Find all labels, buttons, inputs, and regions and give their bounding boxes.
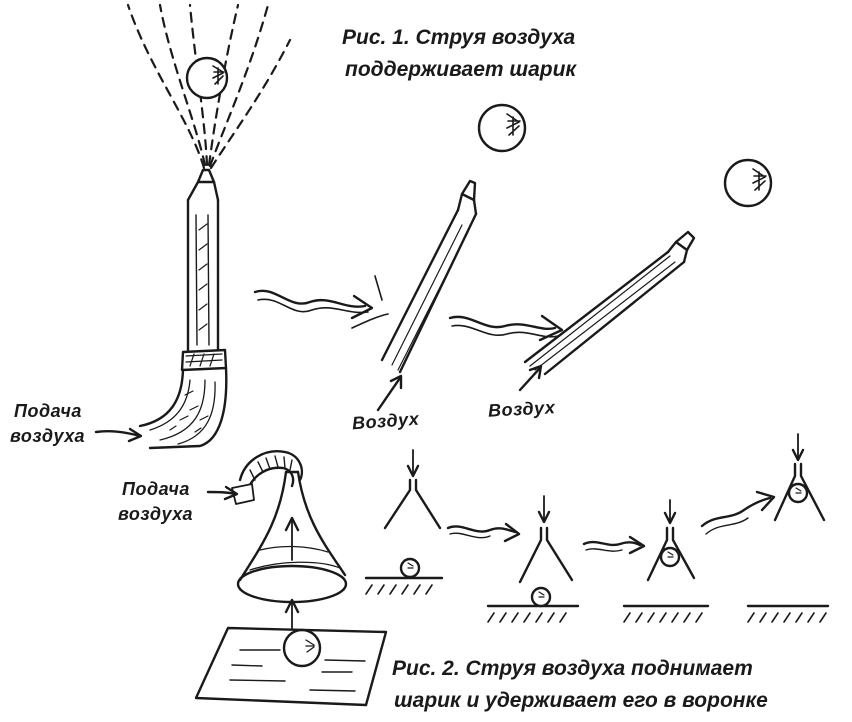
floating-ball-2 [477, 103, 527, 153]
vertical-tube [186, 168, 220, 352]
floating-ball-3 [723, 158, 773, 208]
stage-2 [486, 495, 580, 623]
tilted-tube-2 [523, 230, 696, 376]
supply-arrow-2 [206, 485, 239, 501]
twist-arrow-1 [253, 275, 389, 329]
supply-hose-1 [138, 348, 228, 450]
air-jet-dashes [126, 3, 292, 170]
fig1-caption-line2: поддерживает шарик [345, 58, 577, 81]
air-label-1: Воздух [351, 408, 420, 434]
air-arrow-2 [518, 364, 543, 392]
air-arrow-1 [376, 374, 403, 412]
twist-arrow-3 [446, 522, 521, 543]
twist-arrow-5 [700, 490, 776, 535]
fig2-caption-line1: Рис. 2. Струя воздуха поднимает [392, 657, 753, 680]
fig2-supply-label-line2: воздуха [118, 504, 194, 524]
fig1-supply-label-line2: воздуха [10, 426, 86, 446]
supply-hose-2 [231, 450, 304, 505]
twist-arrow-2 [448, 314, 564, 342]
floating-ball-1 [185, 56, 229, 100]
air-label-2: Воздух [487, 397, 556, 421]
stage-3 [622, 499, 710, 623]
stage-1 [364, 449, 444, 595]
tilted-tube-1 [380, 179, 478, 374]
stage-4 [746, 433, 830, 623]
twist-arrow-4 [582, 535, 646, 555]
supply-arrow-1 [94, 427, 143, 443]
fig2-caption-line2: шарик и удерживает его в воронке [394, 689, 768, 712]
funnel [236, 470, 348, 629]
fig2-supply-label-line1: Подача [122, 479, 190, 499]
paper-sheet [194, 626, 388, 707]
fig1-supply-label-line1: Подача [14, 401, 82, 421]
fig1-caption-line1: Рис. 1. Струя воздуха [342, 26, 576, 49]
